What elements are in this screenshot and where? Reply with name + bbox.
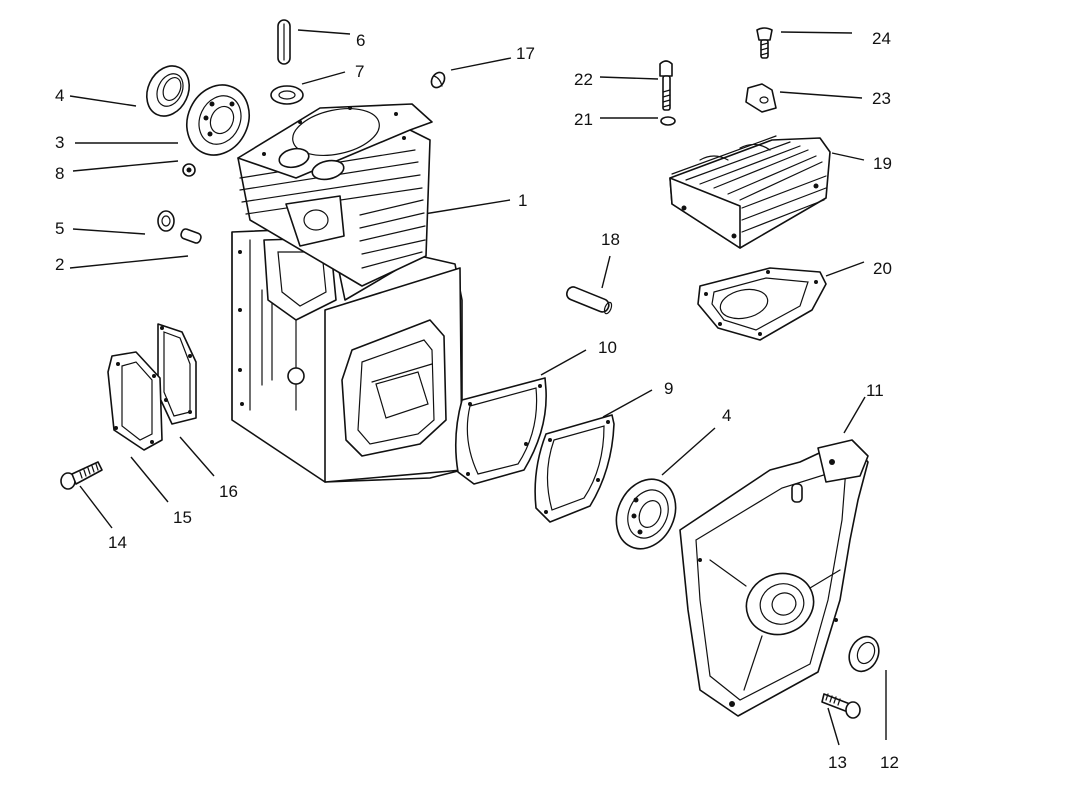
part-bolt-side-cover: [60, 461, 103, 490]
leader-7: [301, 71, 346, 85]
callout-10: 10: [598, 338, 617, 357]
leader-19: [831, 152, 865, 161]
part-head-washer: [660, 116, 676, 126]
leader-1: [423, 199, 511, 215]
part-bolt-cover: [821, 693, 861, 719]
leader-4b: [661, 427, 716, 476]
callout-14: 14: [108, 533, 127, 552]
callout-1: 1: [518, 191, 527, 210]
callout-2: 2: [55, 255, 64, 274]
part-cylinder-block: [231, 103, 463, 483]
part-oil-seal-lower: [848, 635, 880, 673]
part-ball-bearing-top: [186, 84, 250, 156]
callout-21: 21: [574, 110, 593, 129]
callout-8: 8: [55, 164, 64, 183]
callout-6: 6: [356, 31, 365, 50]
part-washer: [270, 85, 304, 105]
part-head-bolt: [659, 60, 673, 111]
leader-16: [179, 436, 215, 477]
callout-5: 5: [55, 219, 64, 238]
part-cover-gasket: [157, 323, 197, 425]
callout-4-top: 4: [55, 86, 64, 105]
leader-13: [827, 707, 840, 746]
callout-7: 7: [355, 62, 364, 81]
callout-23: 23: [872, 89, 891, 108]
part-bracket: [745, 83, 777, 113]
callout-16: 16: [219, 482, 238, 501]
leader-11: [843, 396, 866, 434]
callout-13: 13: [828, 753, 847, 772]
leader-15: [130, 456, 169, 503]
leader-22: [599, 76, 659, 80]
part-governor-pin: [157, 210, 202, 244]
callout-11: 11: [866, 381, 884, 400]
part-ball-bearing-lower: [615, 478, 677, 550]
part-screw: [756, 27, 773, 59]
part-side-cover: [107, 351, 163, 451]
part-dowel-pin: [277, 19, 291, 65]
leader-lines: [69, 29, 887, 746]
leader-23: [779, 91, 863, 99]
leader-6: [297, 29, 351, 35]
callout-15: 15: [173, 508, 192, 527]
callout-24: 24: [872, 29, 891, 48]
leader-10: [540, 349, 587, 376]
leader-4a: [69, 95, 137, 107]
leader-18: [601, 255, 611, 289]
callout-labels: 1 2 3 4 4 5 6 7 8 9 10 11 12 13 14 15 16…: [55, 29, 899, 772]
callout-3: 3: [55, 133, 64, 152]
part-clip: [430, 71, 446, 89]
leader-24: [780, 31, 853, 34]
part-oil-seal-top: [146, 65, 190, 117]
callout-17: 17: [516, 44, 535, 63]
callout-9: 9: [664, 379, 673, 398]
part-cylinder-head: [669, 135, 831, 249]
callout-19: 19: [873, 154, 892, 173]
part-plug: [182, 163, 196, 177]
callout-12: 12: [880, 753, 899, 772]
callout-20: 20: [873, 259, 892, 278]
callout-22: 22: [574, 70, 593, 89]
leader-9: [602, 389, 653, 418]
leader-20: [825, 261, 865, 277]
part-head-gasket: [697, 267, 827, 341]
callout-18: 18: [601, 230, 620, 249]
part-crankcase-cover: [679, 439, 869, 717]
callout-4-lower: 4: [722, 406, 731, 425]
leader-5: [72, 228, 146, 235]
part-gasket-large: [454, 377, 547, 485]
leader-8: [72, 160, 179, 172]
part-pin: [565, 286, 613, 315]
leader-2: [69, 255, 189, 269]
leader-14: [79, 485, 113, 529]
part-gasket-medium: [534, 414, 615, 523]
leader-17: [450, 57, 512, 71]
